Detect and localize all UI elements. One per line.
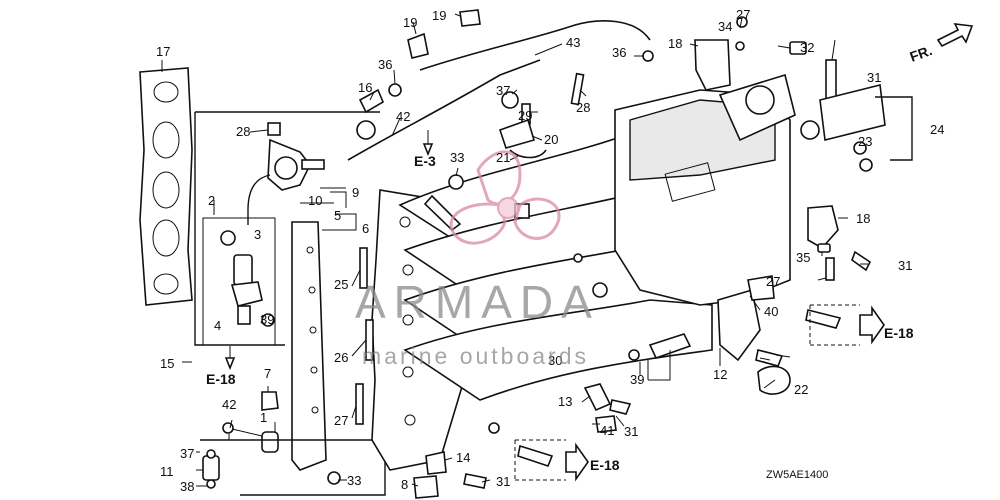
callout-25: 25 <box>334 277 348 292</box>
callout-39: 39 <box>260 312 274 327</box>
callout-18: 18 <box>856 211 870 226</box>
callout-19: 19 <box>403 15 417 30</box>
fuel-rail <box>291 221 327 471</box>
solenoid-valve <box>800 59 913 172</box>
reference-e-18: E-18 <box>590 457 620 473</box>
small-parts-left <box>200 391 386 496</box>
callout-44: 44 <box>0 0 14 3</box>
callout-35: 35 <box>796 250 810 265</box>
callout-36: 36 <box>378 57 392 72</box>
studs <box>355 72 585 425</box>
callout-7: 7 <box>264 366 271 381</box>
leader-lines <box>161 13 868 487</box>
callout-3: 3 <box>254 227 261 242</box>
callout-31: 31 <box>867 70 881 85</box>
callout-22: 22 <box>794 382 808 397</box>
watermark-brand: ARMADA <box>355 276 600 328</box>
reference-e-18: E-18 <box>884 325 914 341</box>
callout-12: 12 <box>713 367 727 382</box>
callout-31: 31 <box>898 258 912 273</box>
callout-23: 23 <box>858 134 872 149</box>
callout-36: 36 <box>612 45 626 60</box>
hoses <box>347 20 651 161</box>
reference-e-18: E-18 <box>206 371 236 387</box>
callout-6: 6 <box>362 221 369 236</box>
callout-13: 13 <box>558 394 572 409</box>
callout-15: 15 <box>160 356 174 371</box>
callout-31: 31 <box>496 474 510 489</box>
callout-31: 31 <box>624 424 638 439</box>
diagram-code: ZW5AE1400 <box>766 469 828 481</box>
callout-27: 27 <box>766 274 780 289</box>
callout-18: 18 <box>668 36 682 51</box>
callout-11: 11 <box>160 464 174 479</box>
watermark-logo <box>449 150 561 245</box>
intake-manifold <box>371 73 796 471</box>
callout-16: 16 <box>358 80 372 95</box>
bracket-top <box>642 16 807 91</box>
callout-19: 19 <box>432 8 446 23</box>
callout-21: 21 <box>496 150 510 165</box>
callout-30: 30 <box>548 353 562 368</box>
fuel-injector <box>220 230 275 327</box>
reference-labels: E-3E-18E-18E-18 <box>206 153 914 473</box>
callout-24: 24 <box>930 122 944 137</box>
callout-41: 41 <box>600 423 614 438</box>
callout-45: 45 <box>0 0 14 3</box>
reference-e-3: E-3 <box>414 153 436 169</box>
callout-9: 9 <box>352 185 359 200</box>
callout-33: 33 <box>450 150 464 165</box>
callout-28: 28 <box>236 124 250 139</box>
callout-32: 32 <box>800 40 814 55</box>
callout-14: 14 <box>456 450 470 465</box>
callout-29: 29 <box>518 108 532 123</box>
watermark-tagline: marine outboards <box>362 343 589 369</box>
injector-box <box>202 217 276 346</box>
callout-10: 10 <box>308 193 322 208</box>
callout-42: 42 <box>396 109 410 124</box>
callout-39: 39 <box>630 372 644 387</box>
callout-38: 38 <box>180 479 194 494</box>
callout-37: 37 <box>180 446 194 461</box>
callout-4: 4 <box>214 318 221 333</box>
callout-34: 34 <box>718 19 732 34</box>
callout-40: 40 <box>764 304 778 319</box>
callout-26: 26 <box>334 350 348 365</box>
callout-8: 8 <box>401 477 408 492</box>
callout-17: 17 <box>156 44 170 59</box>
sensors <box>413 333 692 499</box>
reference-arrows <box>224 130 885 482</box>
callout-37: 37 <box>496 83 510 98</box>
callout-20: 20 <box>544 132 558 147</box>
callout-27: 27 <box>736 7 750 22</box>
bracket-right <box>807 205 872 281</box>
callout-43: 43 <box>566 35 580 50</box>
callout-42: 42 <box>222 397 236 412</box>
intake-gasket <box>139 67 193 306</box>
callout-1: 1 <box>260 410 267 425</box>
front-direction-arrow <box>936 23 974 48</box>
callout-33: 33 <box>347 473 361 488</box>
callout-5: 5 <box>334 208 341 223</box>
front-direction-label: FR. <box>908 42 935 65</box>
callout-27: 27 <box>334 413 348 428</box>
callout-28: 28 <box>576 100 590 115</box>
callout-2: 2 <box>208 193 215 208</box>
pressure-regulator <box>247 122 325 225</box>
